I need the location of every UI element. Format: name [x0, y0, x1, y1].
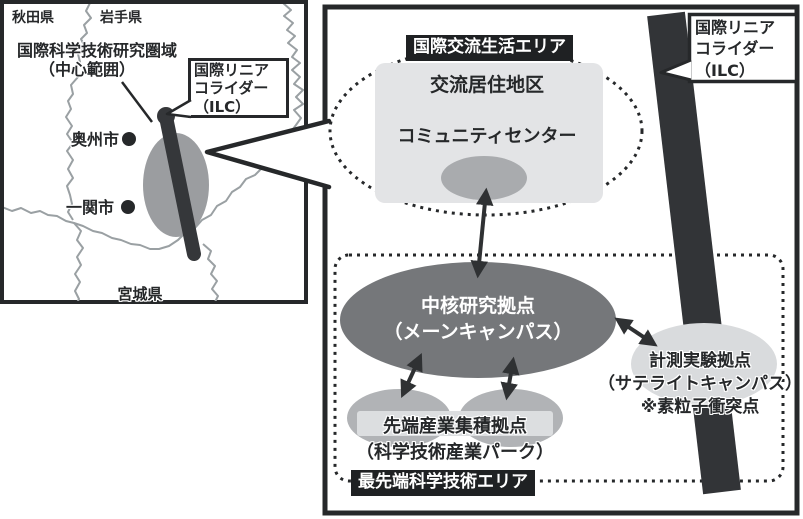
label-residence-district: 交流居住地区	[429, 74, 544, 96]
core-campus-ellipse	[340, 262, 616, 378]
label-prefecture-iwate: 岩手県	[100, 10, 142, 26]
ilc-callout-pointer-outline-panel	[659, 58, 692, 82]
prefecture-border-miyagi-north	[4, 167, 263, 250]
prefecture-border-akita-iwate	[65, 4, 92, 221]
residence-district-rect	[375, 63, 603, 203]
arrow-community-core	[470, 187, 494, 279]
zoom-wedge-outline	[204, 118, 332, 190]
satellite-line3: ※素粒子衝突点	[640, 396, 760, 417]
map-ilc-callout-text: 国際リニア コライダー （ILC）	[194, 61, 269, 116]
ichinoseki-city-dot	[121, 200, 135, 214]
arrow-core-industry-right	[500, 356, 520, 401]
region-label-pointer-line	[121, 81, 153, 123]
industry-line2: （科学技術産業パーク）	[356, 442, 554, 464]
ilc-callout-pointer-panel	[661, 60, 691, 80]
arrow-core-satellite	[614, 317, 658, 347]
satellite-line1: 計測実験拠点	[649, 351, 751, 371]
map-ilc-line2: コライダー	[194, 79, 269, 98]
ilc-line-panel	[647, 11, 741, 495]
label-satellite-campus: 計測実験拠点 （サテライトキャンパス） ※素粒子衝突点	[592, 350, 803, 419]
badge-science-area: 最先端科学技術エリア	[351, 470, 535, 496]
label-city-oshu: 奥州市	[71, 130, 120, 149]
satellite-campus-ellipse	[631, 323, 777, 405]
core-line2: （メーンキャンパス）	[383, 321, 573, 344]
badge-living-area: 国際交流生活エリア	[406, 35, 573, 61]
label-community-center: コミュニティセンター	[397, 126, 577, 147]
label-region-line1: 国際科学技術研究圏域	[16, 41, 177, 60]
panel-ilc-line2: コライダー	[695, 39, 775, 59]
ilc-callout-pointer-outline-map	[165, 98, 192, 119]
label-prefecture-miyagi: 宮城県	[117, 285, 163, 303]
label-core-campus: 中核研究拠点 （メーンキャンパス）	[347, 293, 609, 345]
label-industry-park: 先端産業集積拠点 （科学技術産業パーク）	[346, 414, 564, 466]
industry-line1: 先端産業集積拠点	[383, 416, 527, 437]
community-center-ellipse	[441, 156, 527, 200]
industry-label-band	[357, 411, 553, 436]
map-ilc-line1: 国際リニア	[194, 61, 270, 79]
zoom-wedge	[207, 121, 329, 187]
panel-ilc-line3: （ILC）	[695, 60, 755, 80]
science-area-dotted-rect	[333, 253, 785, 483]
oshu-city-dot	[122, 132, 136, 146]
label-region-line2: （中心範囲）	[38, 60, 135, 79]
ilc-callout-box-map	[188, 58, 289, 118]
label-city-ichinoseki: 一関市	[66, 198, 115, 217]
panel-ilc-line1: 国際リニア	[695, 18, 776, 37]
core-line1: 中核研究拠点	[420, 295, 535, 317]
ilc-callout-box-panel	[687, 12, 799, 84]
satellite-line2: （サテライトキャンパス）	[598, 373, 802, 394]
map-ilc-line3: （ILC）	[194, 97, 251, 116]
arrow-core-industry-left	[400, 353, 423, 398]
panel-ilc-callout-text: 国際リニア コライダー （ILC）	[695, 17, 775, 81]
ilc-line-map	[159, 110, 201, 261]
prefecture-border-south-branch	[73, 222, 84, 301]
coastline-south	[202, 243, 219, 301]
label-prefecture-akita: 秋田県	[12, 10, 54, 26]
